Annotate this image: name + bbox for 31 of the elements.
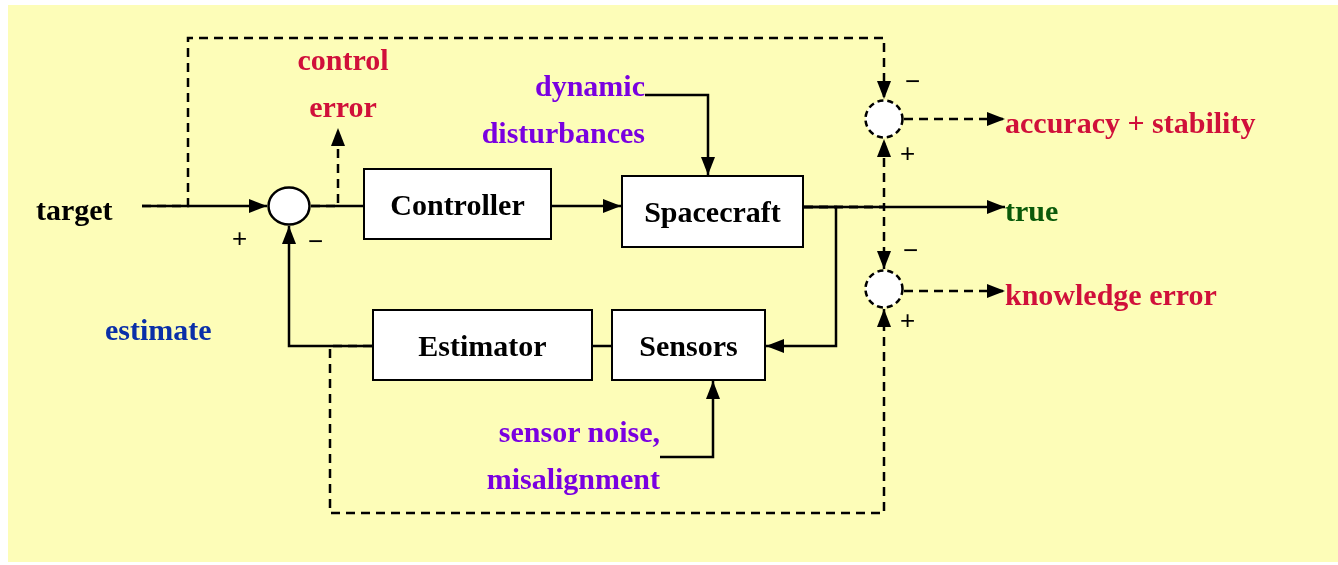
arrow xyxy=(766,205,838,353)
output-label: control error xyxy=(296,42,390,125)
plus-sign: + xyxy=(232,225,248,251)
connector-line xyxy=(311,204,363,208)
process-box: Spacecraft xyxy=(621,175,804,248)
arrow xyxy=(804,205,891,269)
process-box: Controller xyxy=(363,168,552,240)
output-label: knowledge error xyxy=(1005,277,1218,313)
signal-label: estimate xyxy=(105,312,212,348)
summing-junction-circle xyxy=(864,269,904,309)
arrow xyxy=(645,93,715,175)
plus-sign: + xyxy=(900,307,916,333)
process-box: Sensors xyxy=(611,309,766,381)
summing-junction-circle xyxy=(267,186,311,226)
summing-junction-circle xyxy=(864,99,904,139)
arrow xyxy=(328,309,891,515)
process-box: Estimator xyxy=(372,309,593,381)
arrow xyxy=(552,199,621,213)
output-label: true xyxy=(1005,193,1060,229)
disturbance-label: sensor noise, misalignment xyxy=(485,414,660,497)
arrow xyxy=(142,36,891,208)
minus-sign: − xyxy=(903,237,919,263)
arrow xyxy=(904,112,1005,126)
minus-sign: − xyxy=(308,228,324,254)
minus-sign: − xyxy=(905,68,921,94)
arrow xyxy=(660,381,720,459)
input-label: target xyxy=(36,192,114,228)
output-label: accuracy + stability xyxy=(1005,105,1257,141)
arrow xyxy=(904,284,1005,298)
disturbance-label: dynamic disturbances xyxy=(480,68,645,151)
plus-sign: + xyxy=(900,140,916,166)
